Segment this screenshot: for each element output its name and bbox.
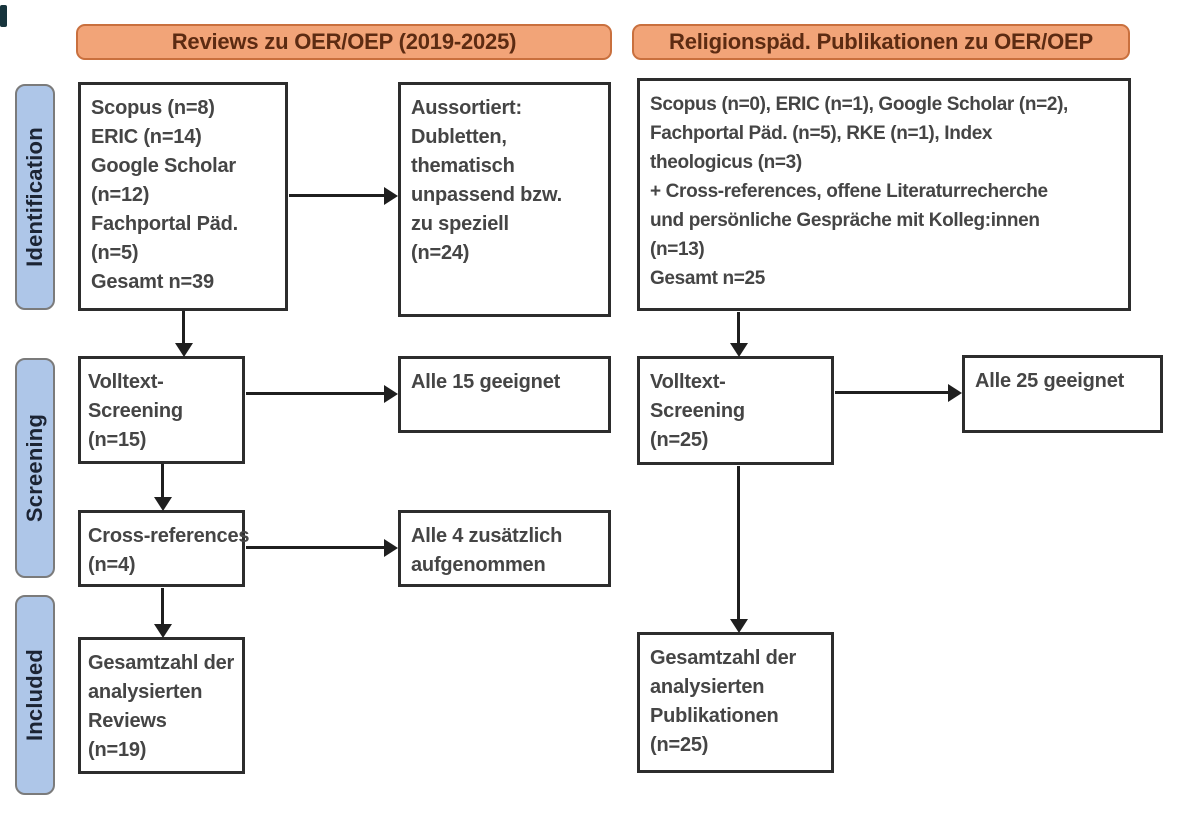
arrow-sources-to-fulltext: [174, 311, 193, 357]
stage-label-included: Included: [15, 595, 55, 795]
header-publications: Religionspäd. Publikationen zu OER/OEP: [632, 24, 1130, 60]
arrow-pub-fulltext-to-included: [729, 466, 748, 633]
stage-label-included-text: Included: [22, 648, 47, 742]
arrow-fulltext-to-result: [246, 384, 398, 403]
box-reviews-crossreferences: Cross-references(n=4): [78, 510, 250, 587]
box-reviews-fulltext-result: Alle 15 geeignet: [398, 356, 611, 433]
arrow-sources-to-excluded: [289, 186, 398, 205]
scan-artifact: [0, 5, 7, 27]
stage-label-identification: Identification: [15, 84, 55, 310]
stage-label-screening-text: Screening: [22, 413, 48, 523]
stage-label-screening: Screening: [15, 358, 55, 578]
arrow-pub-sources-to-fulltext: [729, 312, 748, 357]
arrow-fulltext-to-crossref: [153, 464, 172, 511]
box-publications-sources: Scopus (n=0), ERIC (n=1), Google Scholar…: [637, 78, 1131, 311]
box-reviews-sources: Scopus (n=8)ERIC (n=14)Google Scholar(n=…: [78, 82, 288, 311]
arrow-crossref-to-result: [246, 538, 398, 557]
box-publications-fulltext-screening: Volltext-Screening(n=25): [637, 356, 834, 465]
arrow-pub-fulltext-to-result: [835, 383, 962, 402]
stage-label-identification-text: Identification: [22, 127, 48, 267]
box-reviews-fulltext-screening: Volltext-Screening(n=15): [78, 356, 245, 464]
arrow-crossref-to-included: [153, 588, 172, 638]
box-publications-fulltext-result: Alle 25 geeignet: [962, 355, 1163, 433]
header-reviews: Reviews zu OER/OEP (2019-2025): [76, 24, 612, 60]
